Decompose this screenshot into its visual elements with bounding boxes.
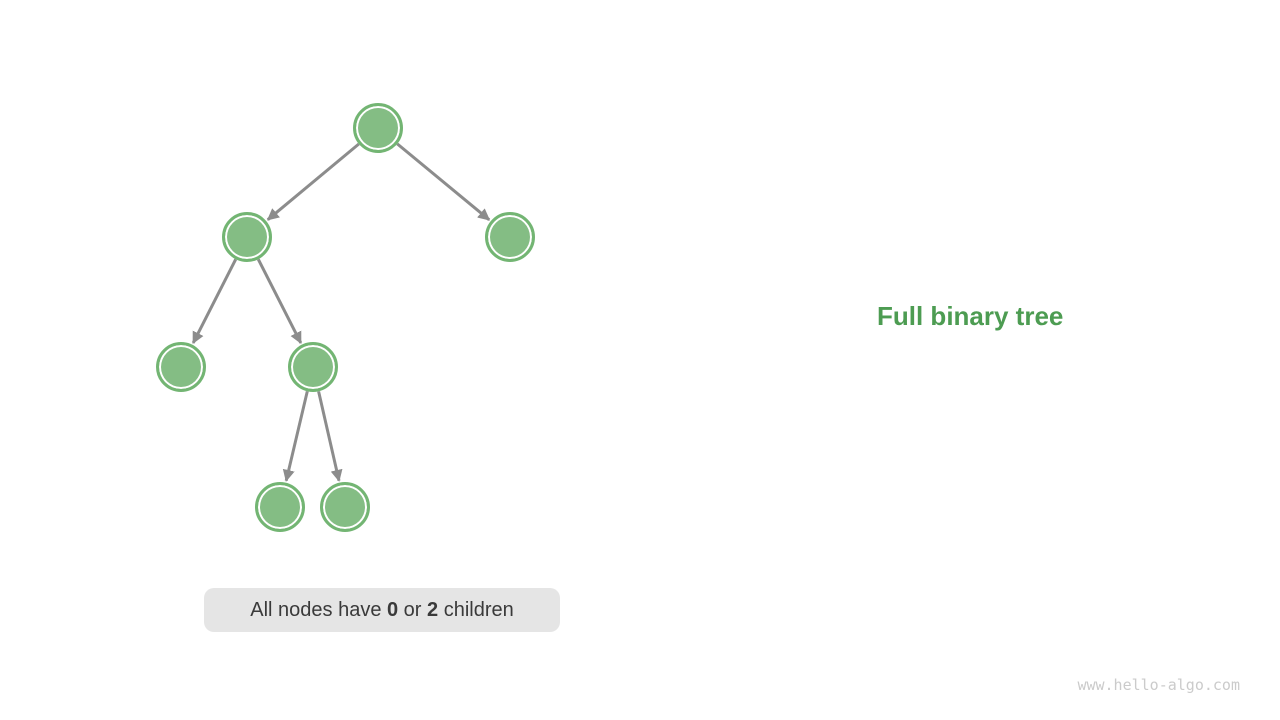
caption-bold-zero: 0 [387, 598, 399, 621]
caption-bold-two: 2 [427, 598, 439, 621]
caption-text: children [438, 598, 514, 621]
tree-edge [282, 390, 309, 482]
tree-node [353, 103, 403, 153]
diagram-title: Full binary tree [877, 301, 1064, 331]
tree-edge [317, 391, 343, 482]
caption-text: or [398, 598, 428, 621]
tree-edge [191, 258, 238, 344]
tree-node [222, 212, 272, 262]
tree-edge-group [191, 142, 491, 482]
caption-text: All nodes have [250, 598, 387, 621]
tree-node [288, 342, 338, 392]
tree-node [156, 342, 206, 392]
tree-edge [266, 142, 360, 221]
tree-edge [396, 142, 491, 221]
tree-node [485, 212, 535, 262]
caption-box: All nodes have 0 or 2 children [204, 588, 560, 632]
watermark: www.hello-algo.com [1077, 676, 1240, 694]
tree-node [255, 482, 305, 532]
tree-node [320, 482, 370, 532]
tree-edge [256, 258, 303, 344]
